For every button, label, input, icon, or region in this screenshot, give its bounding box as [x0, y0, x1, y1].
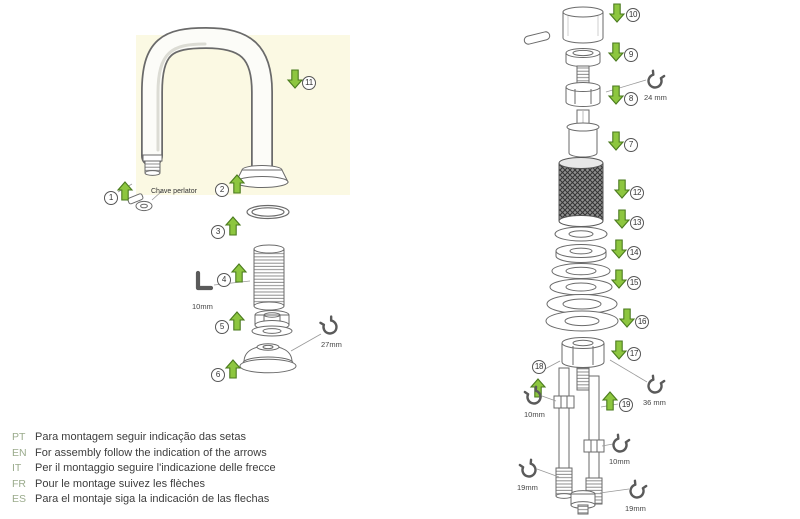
callout-9: 9: [624, 48, 638, 62]
assembly-arrow-up: [224, 216, 242, 236]
wrench-icon: [629, 479, 648, 499]
spacer-ring: [555, 244, 607, 263]
lang-code: FR: [12, 477, 26, 490]
instruction-it: IT Per il montaggio seguire l'indicazione…: [12, 462, 276, 474]
instruction-text: Per il montaggio seguire l'indicazione d…: [35, 462, 276, 474]
wrench-icon: [647, 69, 666, 89]
instruction-es: ES Para el montaje siga la indicación de …: [12, 493, 276, 505]
spout: [141, 26, 273, 179]
spout-aerator: [142, 154, 163, 176]
instruction-text: For assembly follow the indication of th…: [35, 446, 267, 459]
assembly-arrow-down: [613, 179, 631, 199]
lock-ring: [565, 48, 601, 67]
callout-11: 11: [302, 76, 316, 90]
instruction-pt: PT Para montagem seguir indicação das set…: [12, 431, 276, 443]
assembly-arrow-up: [224, 359, 242, 379]
callout-4: 4: [217, 273, 231, 287]
lang-code: EN: [12, 446, 27, 459]
assembly-arrow-up: [228, 311, 246, 331]
tool-size-label: 10mm: [609, 457, 630, 466]
callout-10: 10: [626, 8, 640, 22]
lang-code: ES: [12, 493, 27, 505]
gasket-rings: [549, 263, 613, 296]
tool-size-label: 10mm: [524, 410, 545, 419]
instruction-fr: FR Pour le montage suivez les flèches: [12, 478, 276, 490]
base-rings: [545, 294, 619, 332]
callout-17: 17: [627, 347, 641, 361]
callout-3: 3: [211, 225, 225, 239]
wrench-icon: [612, 433, 631, 453]
assembly-arrow-down: [607, 42, 625, 62]
assembly-arrow-down: [610, 239, 628, 259]
gland-nut: [565, 82, 601, 107]
perlator-key: [127, 193, 153, 212]
callout-14: 14: [627, 246, 641, 260]
assembly-arrow-down: [607, 131, 625, 151]
allen-icon: [195, 270, 214, 291]
instruction-text: Pour le montage suivez les flèches: [35, 477, 205, 490]
handle-pin: [523, 31, 551, 45]
assembly-arrow-down: [613, 209, 631, 229]
knurled-body: [558, 157, 604, 227]
leader-lines: [117, 79, 648, 494]
supply-pipes: [553, 367, 605, 515]
tool-size-label: 24 mm: [644, 93, 667, 102]
assembly-arrow-down: [608, 3, 626, 23]
assembly-arrow-up: [230, 263, 248, 283]
lang-code: PT: [12, 431, 26, 443]
callout-15: 15: [627, 276, 641, 290]
callout-19: 19: [619, 398, 633, 412]
assembly-arrow-down: [610, 340, 628, 360]
callout-5: 5: [215, 320, 229, 334]
tool-size-label: 27mm: [321, 340, 342, 349]
instruction-text: Para montagem seguir indicação das setas: [35, 431, 246, 443]
assembly-arrow-up: [601, 391, 619, 411]
callout-6: 6: [211, 368, 225, 382]
callout-18: 18: [532, 360, 546, 374]
callout-12: 12: [630, 186, 644, 200]
tool-size-label: 19mm: [625, 504, 646, 513]
assembly-arrow-down: [286, 69, 304, 89]
callout-2: 2: [215, 183, 229, 197]
wrench-icon: [523, 385, 542, 405]
bottom-fitting: [570, 490, 596, 515]
assembly-arrow-up: [228, 174, 246, 194]
tool-size-label: 19mm: [517, 483, 538, 492]
assembly-arrow-down: [607, 85, 625, 105]
spout-base: [235, 165, 289, 188]
wrench-icon: [518, 458, 537, 478]
wrench-icon: [319, 315, 338, 335]
base-nut-set: [251, 310, 293, 337]
instruction-text: Para el montaje siga la indicación de la…: [35, 493, 270, 505]
escutcheon: [239, 343, 297, 374]
callout-13: 13: [630, 216, 644, 230]
assembly-arrow-down: [618, 308, 636, 328]
cartridge: [566, 109, 600, 158]
assembly-arrow-up: [529, 378, 547, 398]
callout-16: 16: [635, 315, 649, 329]
tool-size-label: 10mm: [192, 302, 213, 311]
callout-1: 1: [104, 191, 118, 205]
handle-cap: [562, 6, 604, 44]
washer-large: [554, 226, 608, 242]
assembly-arrow-down: [610, 269, 628, 289]
callout-8: 8: [624, 92, 638, 106]
lang-code: IT: [12, 462, 22, 474]
o-ring: [246, 204, 290, 220]
assembly-arrow-up: [116, 181, 134, 201]
threaded-tube: [253, 244, 285, 311]
instruction-list: PT Para montagem seguir indicação das set…: [12, 431, 276, 505]
part-label: Chave perlator: [151, 188, 197, 195]
wrench-icon: [647, 374, 666, 394]
instruction-en: EN For assembly follow the indication of …: [12, 447, 276, 459]
callout-7: 7: [624, 138, 638, 152]
mounting-nut: [561, 337, 605, 368]
tool-size-label: 36 mm: [643, 398, 666, 407]
